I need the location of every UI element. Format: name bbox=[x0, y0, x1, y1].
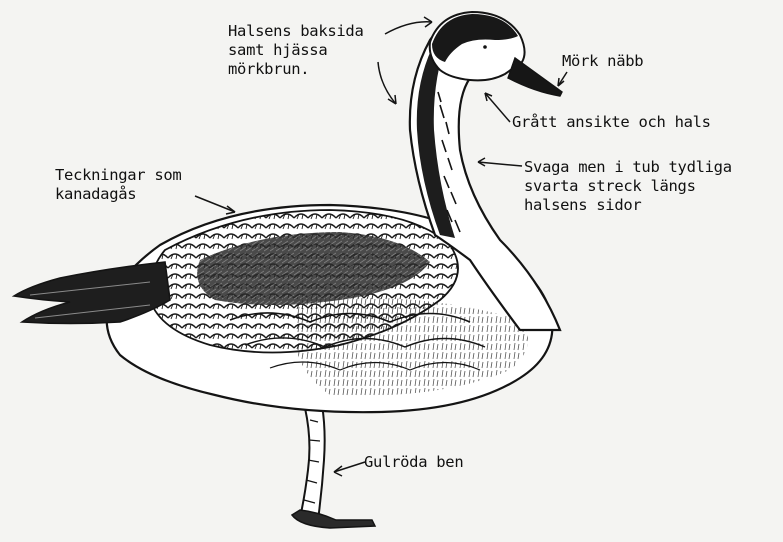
label-face: Grått ansikte och hals bbox=[512, 113, 711, 132]
label-stripes: Svaga men i tub tydliga svarta streck lä… bbox=[524, 158, 732, 215]
goose-legs bbox=[292, 405, 375, 528]
label-neck-back: Halsens baksida samt hjässa mörkbrun. bbox=[228, 22, 363, 79]
label-bill: Mörk näbb bbox=[562, 52, 643, 71]
label-canada: Teckningar som kanadagås bbox=[55, 166, 181, 204]
label-legs: Gulröda ben bbox=[364, 453, 463, 472]
